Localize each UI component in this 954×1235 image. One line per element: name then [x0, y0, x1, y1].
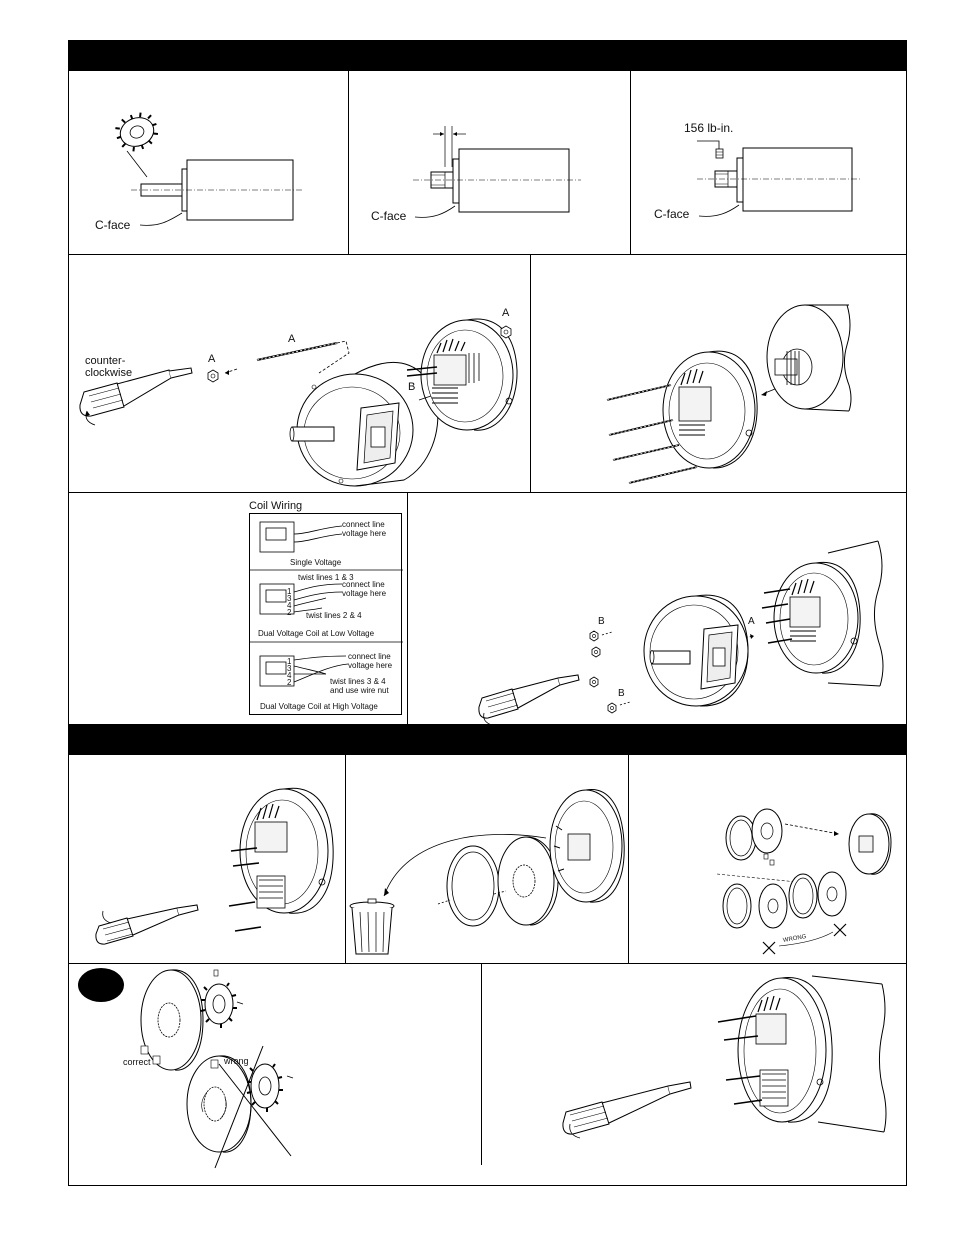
low-note: connect line voltage here — [342, 580, 386, 598]
low-twist-bottom: twist lines 2 & 4 — [306, 611, 362, 620]
high-twist-line-2: and use wire nut — [330, 686, 389, 695]
endplate-detached-diagram — [606, 304, 852, 484]
single-note: connect line voltage here — [342, 520, 386, 538]
panel-gear-key-orientation: correct wrong — [69, 964, 481, 1186]
high-note: connect line voltage here — [348, 652, 392, 670]
high-note-line-2: voltage here — [348, 661, 393, 670]
discard-parts-diagram — [349, 789, 625, 955]
low-twist-top: twist lines 1 & 3 — [298, 573, 354, 582]
high-caption: Dual Voltage Coil at High Voltage — [260, 702, 378, 711]
low-note-line-2: voltage here — [342, 589, 387, 598]
low-terminal-2: 2 — [287, 608, 292, 617]
high-terminal-4: 4 — [287, 671, 292, 680]
low-terminal-1: 1 — [287, 587, 292, 596]
housing-removal-diagram — [79, 318, 518, 487]
motor-gear-diagram — [115, 112, 304, 226]
high-twist: twist lines 3 & 4 and use wire nut — [330, 677, 389, 695]
low-terminal-3: 3 — [287, 594, 292, 603]
panel-gear-onto-shaft: C-face — [69, 71, 348, 254]
label-a-top: A — [502, 307, 510, 319]
label-a-nut: A — [208, 353, 216, 365]
screwdriver-icon — [562, 1081, 692, 1139]
divider — [407, 492, 408, 724]
low-terminal-4: 4 — [287, 601, 292, 610]
section-header-bar-middle — [68, 724, 907, 755]
high-note-line-1: connect line — [348, 652, 391, 661]
divider — [628, 755, 629, 963]
panel-remove-housing: counter- clockwise A A A B — [69, 255, 530, 492]
single-note-line-1: connect line — [342, 520, 385, 529]
label-b-bottom: B — [618, 688, 625, 699]
low-note-line-1: connect line — [342, 580, 385, 589]
high-twist-line-1: twist lines 3 & 4 — [330, 677, 386, 686]
coil-wiring-box: connect line voltage here Single Voltage… — [249, 513, 403, 715]
panel-setscrew-torque: 156 lb-in. C-face — [631, 71, 907, 254]
panel-reinstall-housing: B B A — [408, 493, 907, 726]
divider — [630, 71, 631, 254]
ring-orientation-diagram — [716, 808, 892, 955]
screwdriver-icon — [478, 674, 580, 726]
correct-label: correct — [123, 1057, 151, 1067]
c-face-label: C-face — [95, 218, 131, 232]
label-a: A — [748, 616, 755, 627]
screwdriver-icon — [79, 367, 193, 426]
high-terminal-numbers: 1 3 4 2 — [287, 657, 292, 687]
panel-tighten-screws — [482, 964, 907, 1186]
divider — [68, 254, 907, 255]
divider — [68, 492, 907, 493]
divider — [68, 963, 907, 964]
high-terminal-1: 1 — [287, 657, 292, 666]
single-caption: Single Voltage — [290, 558, 342, 567]
c-face-label: C-face — [654, 207, 690, 221]
trash-can-icon — [349, 898, 395, 955]
rotation-line-1: counter- — [85, 355, 126, 367]
panel-gear-position: C-face — [349, 71, 630, 254]
panel-ring-orientation: WRONG — [629, 756, 907, 963]
high-terminal-3: 3 — [287, 664, 292, 673]
divider — [348, 71, 349, 254]
panel-endplate-removed — [531, 255, 907, 492]
screwdriver-icon — [95, 904, 199, 945]
panel-loosen-screws — [69, 756, 345, 963]
torque-label: 156 lb-in. — [684, 121, 734, 135]
wrong-label: wrong — [224, 1056, 249, 1066]
setscrew-diagram — [697, 140, 861, 217]
divider — [345, 755, 346, 963]
panel-discard-parts — [346, 756, 628, 963]
loosen-screws-diagram — [95, 787, 334, 945]
rotation-label: counter- clockwise — [85, 355, 132, 379]
divider — [481, 963, 482, 1165]
coil-wiring-diagram — [250, 521, 403, 687]
c-face-label: C-face — [371, 209, 407, 223]
divider — [530, 254, 531, 492]
section-header-bar-top — [68, 40, 907, 71]
low-terminal-numbers: 1 3 4 2 — [287, 587, 292, 617]
gear-key-diagram — [78, 968, 294, 1169]
label-b: B — [408, 381, 416, 393]
tighten-screws-diagram — [562, 975, 887, 1139]
coil-wiring-title: Coil Wiring — [249, 500, 303, 512]
high-terminal-2: 2 — [287, 678, 292, 687]
low-caption: Dual Voltage Coil at Low Voltage — [258, 629, 375, 638]
housing-reinstall-diagram — [478, 540, 884, 726]
single-note-line-2: voltage here — [342, 529, 387, 538]
label-b-top: B — [598, 616, 605, 627]
rotation-line-2: clockwise — [85, 367, 133, 379]
label-a-rod: A — [288, 333, 296, 345]
step-badge — [78, 968, 124, 1002]
gear-position-diagram — [413, 126, 581, 218]
